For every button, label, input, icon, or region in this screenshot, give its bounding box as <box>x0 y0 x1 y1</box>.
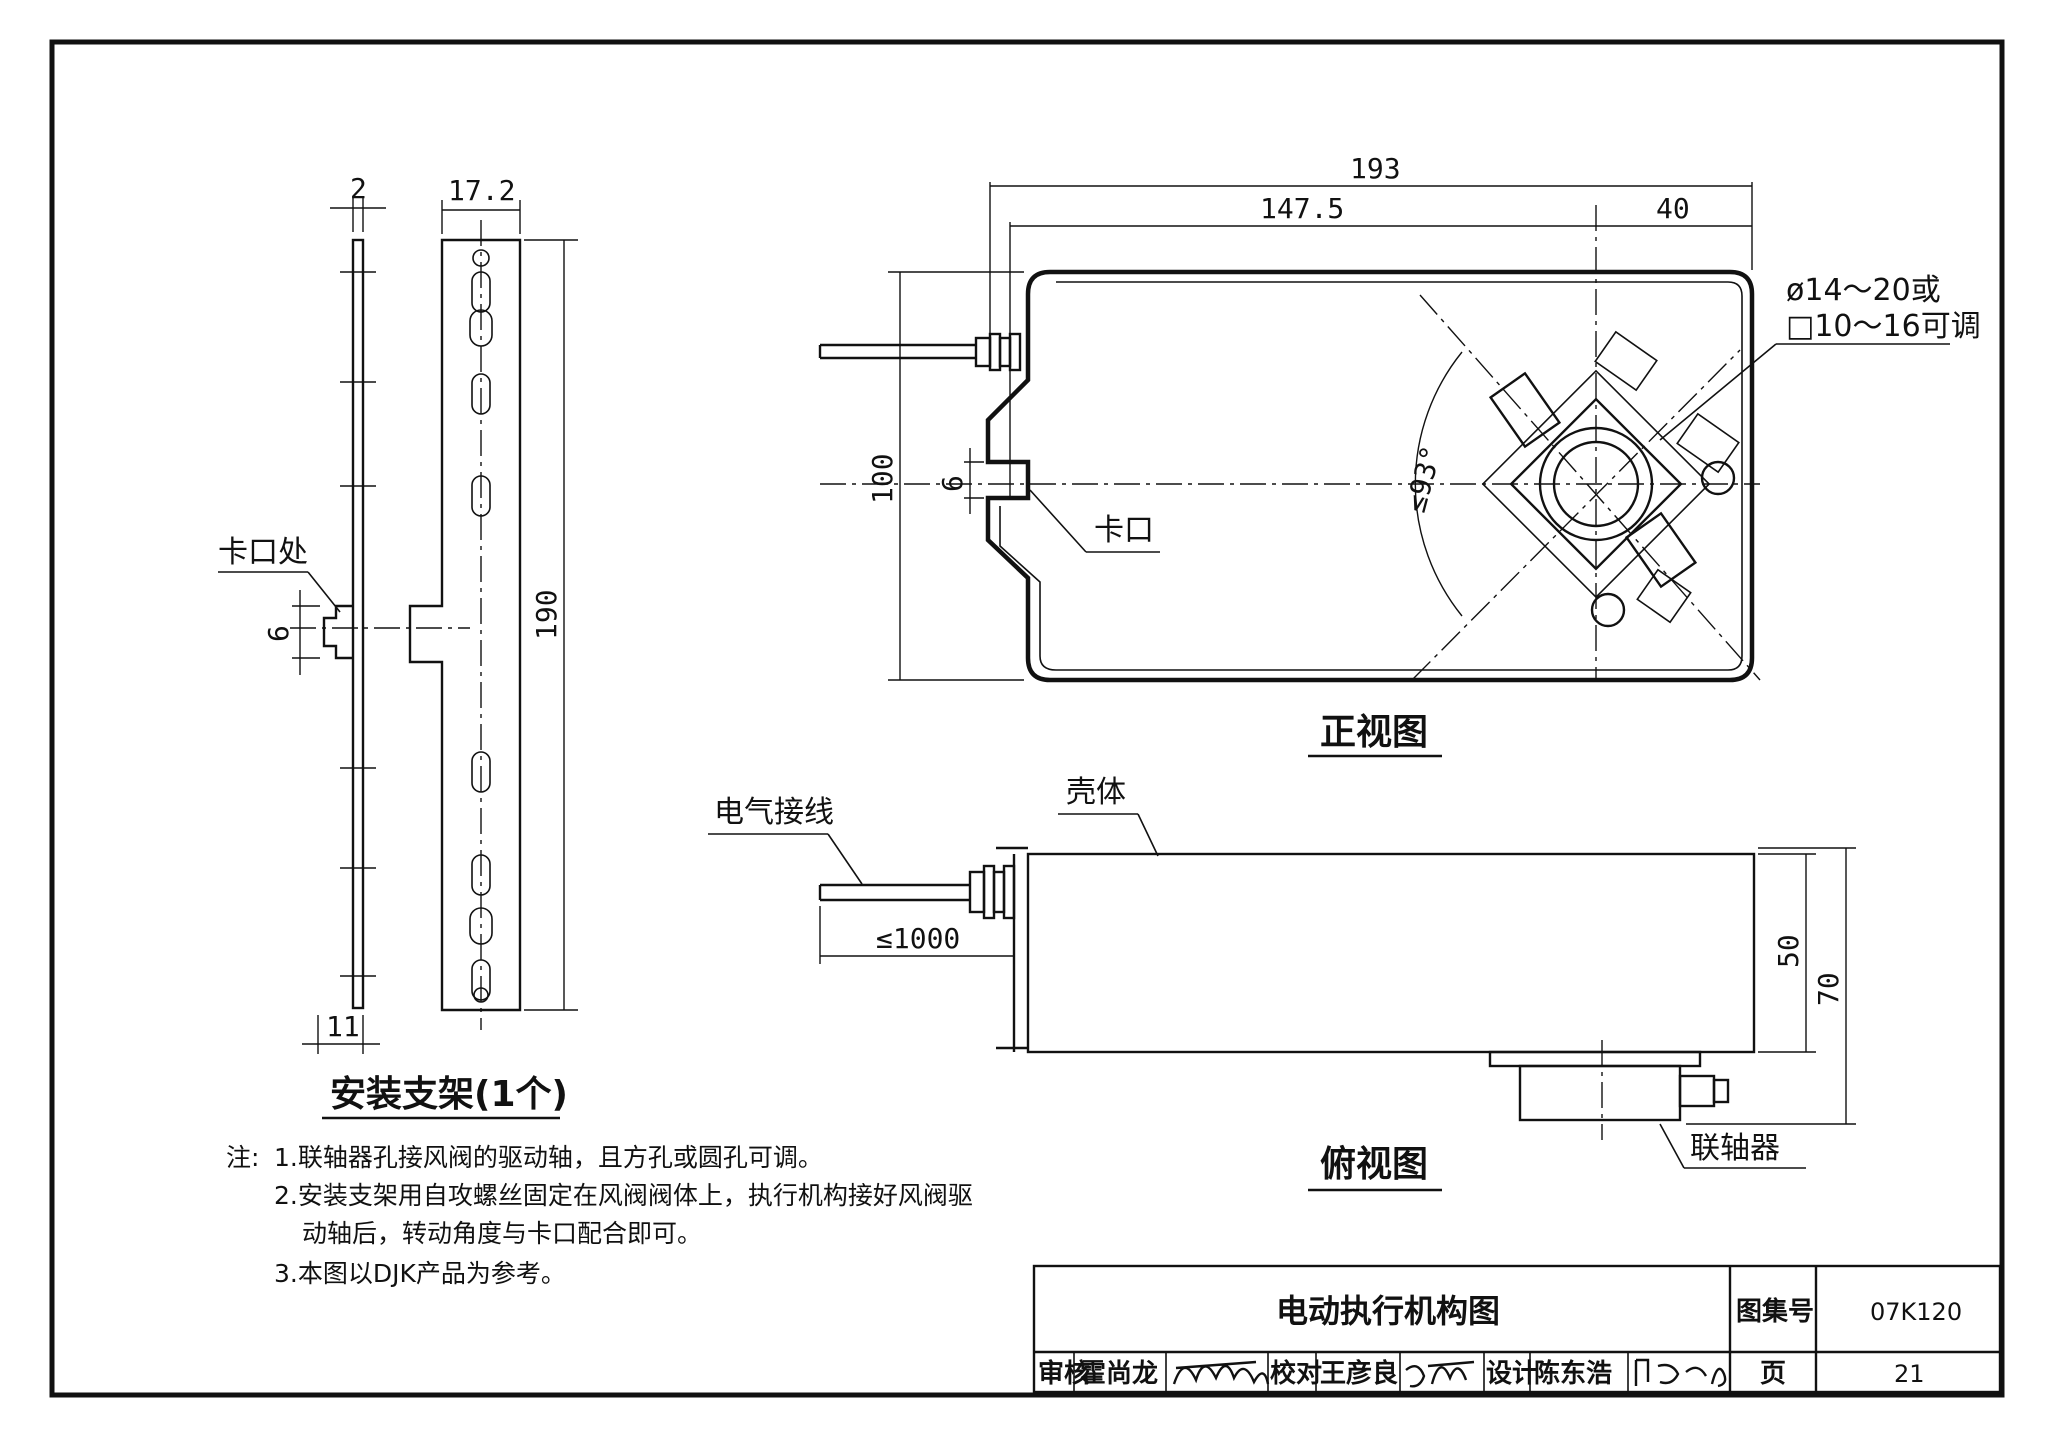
label-housing: 壳体 <box>1066 775 1126 810</box>
dim-bracket-bottom: 11 <box>326 1010 360 1043</box>
coupler-front <box>1481 330 1740 628</box>
view-title-top: 俯视图 <box>1320 1144 1428 1185</box>
note-3: 3.本图以DJK产品为参考。 <box>274 1259 566 1288</box>
front-view: ≤93° 193 147.5 40 100 6 卡口 ø14～20或 □10～1… <box>818 152 1981 758</box>
view-title-front: 正视图 <box>1320 712 1428 753</box>
reviewer-signature <box>1172 1360 1270 1385</box>
check-label: 校对 <box>1270 1358 1322 1389</box>
coupler-top <box>1488 1050 1730 1122</box>
page-label: 页 <box>1760 1359 1786 1389</box>
label-slot: 卡口 <box>1094 513 1154 548</box>
atlas-label: 图集号 <box>1736 1296 1814 1327</box>
label-coupler: 联轴器 <box>1690 1131 1780 1166</box>
reviewer-name: 霍尚龙 <box>1080 1359 1158 1389</box>
review-label: 审核 <box>1038 1358 1090 1389</box>
notes-prefix: 注: <box>226 1143 259 1172</box>
drawing-title: 电动执行机构图 <box>1276 1292 1500 1330</box>
note-2: 2.安装支架用自攻螺丝固定在风阀阀体上，执行机构接好风阀驱 <box>274 1181 973 1210</box>
dim-rotation-angle: ≤93° <box>1399 442 1448 516</box>
dim-center-to-end: 40 <box>1656 192 1690 225</box>
label-wire: 电气接线 <box>714 795 834 830</box>
dim-overall-length: 193 <box>1350 152 1401 185</box>
title-block: 电动执行机构图 图集号 07K120 页 21 审核 霍尚龙 校对 王彦良 设计… <box>1032 1264 2002 1394</box>
sheet-frame <box>49 39 2005 1398</box>
note-2-cont: 动轴后，转动角度与卡口配合即可。 <box>302 1219 702 1248</box>
checker-name: 王彦良 <box>1320 1358 1398 1389</box>
bracket-side-strip <box>351 238 365 1010</box>
notes: 注: 1.联轴器孔接风阀的驱动轴，且方孔或圆孔可调。 2.安装支架用自攻螺丝固定… <box>226 1143 973 1288</box>
note-1: 1.联轴器孔接风阀的驱动轴，且方孔或圆孔可调。 <box>274 1143 823 1172</box>
dim-front-slot: 6 <box>936 475 969 492</box>
designer-name: 陈东浩 <box>1534 1358 1612 1389</box>
label-slot-point: 卡口处 <box>218 535 308 570</box>
dim-bracket-thickness: 2 <box>350 172 367 205</box>
label-shaft-size-2: □10～16可调 <box>1786 309 1981 344</box>
top-housing <box>1026 852 1756 1054</box>
dim-height-front: 100 <box>866 453 899 504</box>
dim-bracket-length: 190 <box>530 589 563 640</box>
page-number: 21 <box>1894 1360 1925 1388</box>
design-label: 设计 <box>1486 1359 1538 1389</box>
bracket-side-clip <box>322 604 353 660</box>
dim-top-height-70: 70 <box>1812 972 1845 1006</box>
dim-cable-length: ≤1000 <box>876 922 960 955</box>
dim-top-height-50: 50 <box>1772 934 1805 968</box>
mounting-bracket: 2 17.2 190 6 11 卡口处 安装支架(1个) <box>218 172 578 1120</box>
dim-bracket-slot: 6 <box>262 625 295 642</box>
bracket-front-plate <box>408 238 522 1012</box>
dim-bracket-width: 17.2 <box>448 174 515 207</box>
checker-signature <box>1405 1360 1475 1388</box>
designer-signature <box>1634 1358 1727 1388</box>
label-shaft-size-1: ø14～20或 <box>1786 273 1941 308</box>
top-view: ≤1000 50 70 电气接线 壳体 联轴器 俯视图 <box>708 775 1856 1192</box>
dim-slot-to-center: 147.5 <box>1260 192 1344 225</box>
view-title-bracket: 安装支架(1个) <box>330 1074 568 1115</box>
atlas-number: 07K120 <box>1870 1298 1962 1326</box>
front-housing-outline <box>985 269 1755 683</box>
